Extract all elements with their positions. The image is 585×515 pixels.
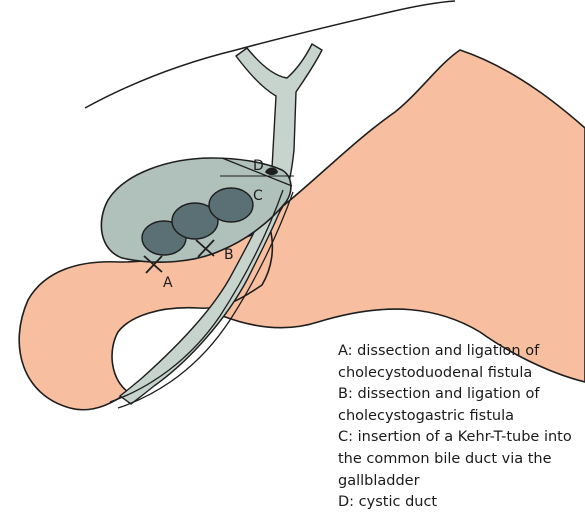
marker-d: D <box>253 158 264 174</box>
legend-item-b: B: dissection and ligation of cholecysto… <box>338 384 583 427</box>
legend-item-a: A: dissection and ligation of cholecysto… <box>338 341 583 384</box>
legend-item-d: D: cystic duct <box>338 492 583 514</box>
marker-b: B <box>224 247 234 263</box>
gallstone <box>209 188 253 222</box>
legend-item-c: C: insertion of a Kehr-T-tube into the c… <box>338 427 583 492</box>
marker-a: A <box>163 275 173 291</box>
legend: A: dissection and ligation of cholecysto… <box>338 341 583 514</box>
marker-c: C <box>253 188 263 204</box>
